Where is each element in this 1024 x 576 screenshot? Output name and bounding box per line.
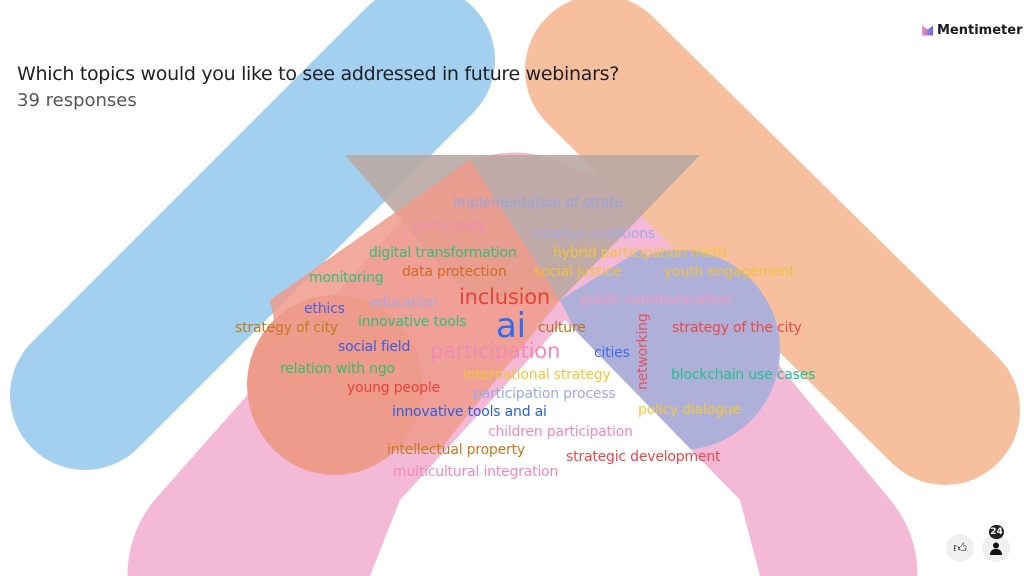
word-cloud-item: multicultural integration xyxy=(393,464,559,480)
word-cloud-item: blockchain use cases xyxy=(671,367,816,383)
word-cloud-item: creative coalitions xyxy=(531,226,655,242)
word-cloud-item: strategic development xyxy=(566,449,721,465)
orange-bar xyxy=(525,0,1020,485)
mentimeter-logo: Mentimeter xyxy=(922,23,1022,38)
word-cloud-item: social justice xyxy=(534,264,622,280)
word-cloud-item: participation xyxy=(430,339,561,363)
word-cloud-item: culture xyxy=(538,320,586,336)
word-cloud-item: monitoring xyxy=(309,270,384,286)
word-cloud-item: hybrid participation meth xyxy=(553,245,727,261)
word-cloud-item: public communication xyxy=(580,292,731,308)
like-button[interactable]: 👍︎ xyxy=(946,534,974,562)
word-cloud-item: inclusion xyxy=(459,285,550,309)
word-cloud-item: ai xyxy=(496,306,526,346)
person-icon xyxy=(990,542,1002,555)
word-cloud-item: children participation xyxy=(488,424,633,440)
word-cloud-item: networking xyxy=(635,313,651,390)
brand-name: Mentimeter xyxy=(937,23,1023,38)
word-cloud-item: intellectual property xyxy=(387,442,525,458)
word-cloud-item: young people xyxy=(347,380,440,396)
word-cloud-item: relation with ngo xyxy=(280,361,395,377)
word-cloud-item: policy dialogue xyxy=(638,402,741,418)
mentimeter-logo-icon xyxy=(922,25,933,36)
participant-count-badge: 24 xyxy=(989,525,1004,539)
word-cloud-item: data protection xyxy=(402,264,507,280)
word-cloud-item: digital transformation xyxy=(369,245,517,261)
word-cloud-item: education xyxy=(370,295,438,311)
word-cloud-item: strategy of the city xyxy=(672,320,802,336)
question-title: Which topics would you like to see addre… xyxy=(17,63,620,85)
word-cloud-item: youth engagement xyxy=(664,264,795,280)
word-cloud-item: participaty xyxy=(413,218,487,234)
word-cloud-item: strategy of city xyxy=(235,320,338,336)
word-cloud-item: implementation of strate xyxy=(453,195,623,211)
word-cloud-item: cities xyxy=(594,345,630,361)
word-cloud-item: participation process xyxy=(473,386,616,402)
word-cloud-item: innovative tools xyxy=(358,314,467,330)
word-cloud-item: ethics xyxy=(304,301,345,317)
blue-bar xyxy=(10,0,495,470)
word-cloud-item: international strategy xyxy=(463,367,611,383)
word-cloud-item: innovative tools and ai xyxy=(392,404,547,420)
word-cloud-item: social field xyxy=(338,339,411,355)
thumbs-up-icon: 👍︎ xyxy=(953,540,967,556)
response-count: 39 responses xyxy=(17,90,137,111)
